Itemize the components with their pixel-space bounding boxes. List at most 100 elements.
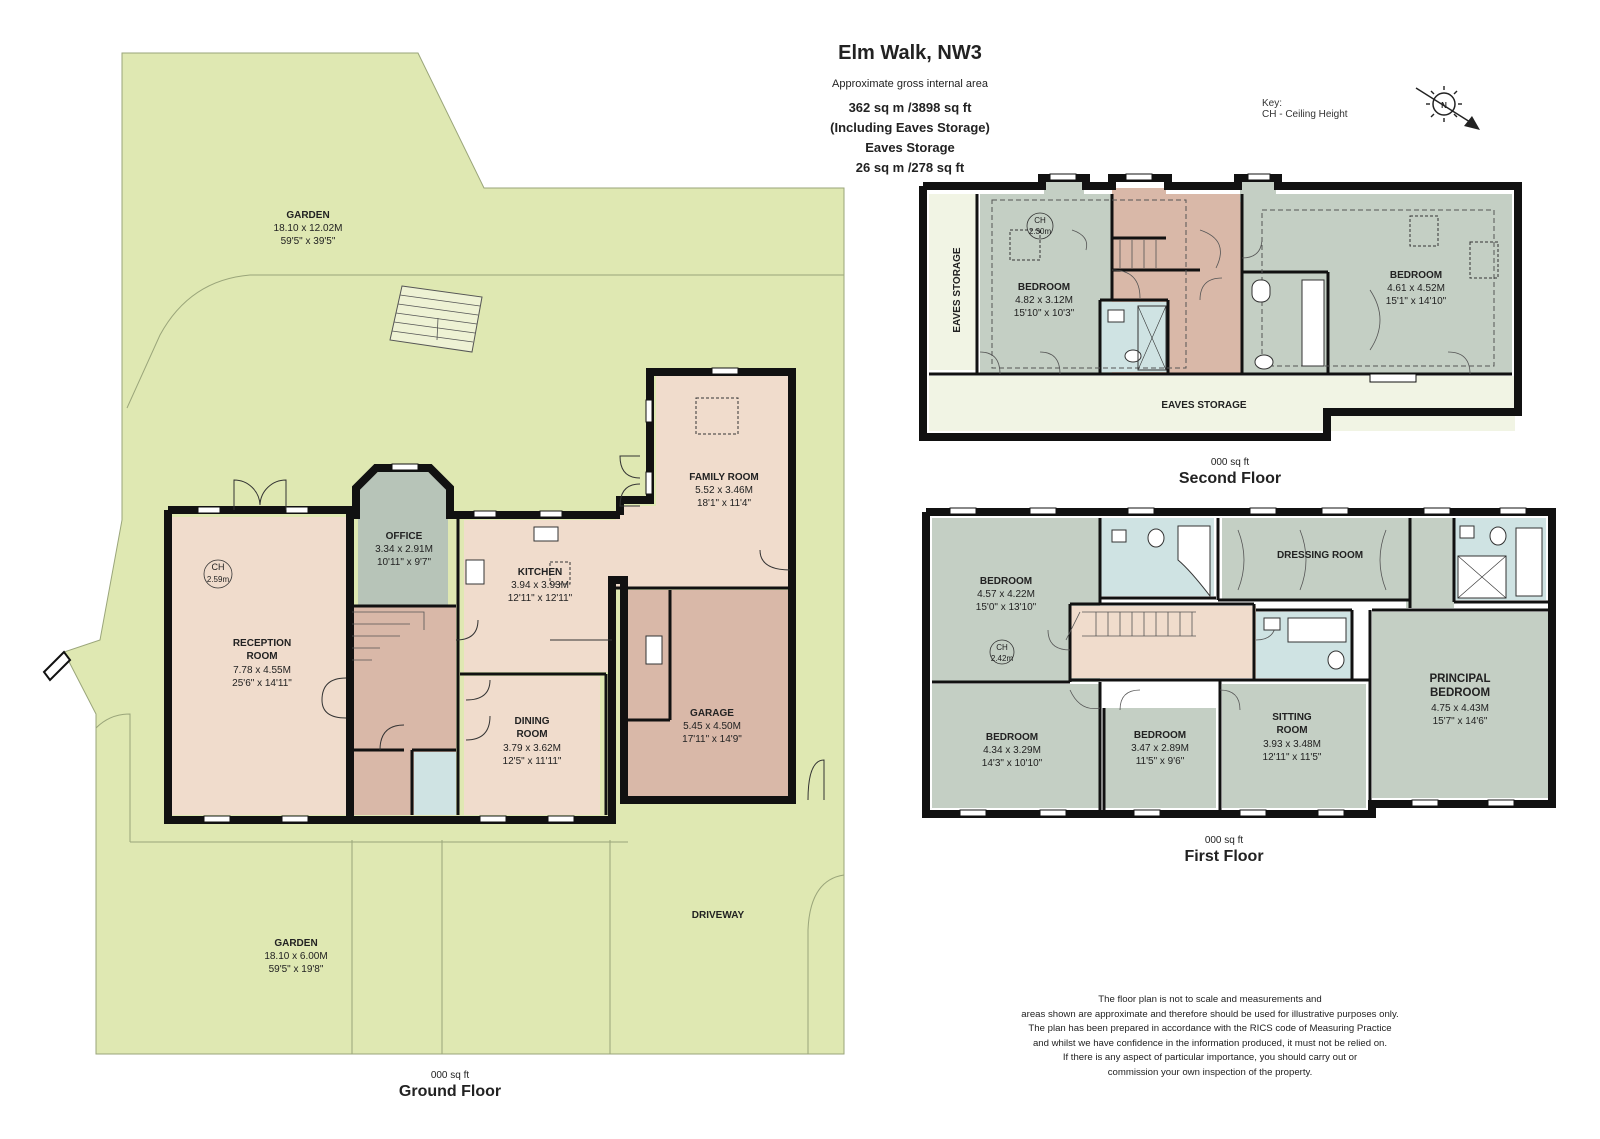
eaves-bottom-name: EAVES STORAGE	[1161, 400, 1247, 411]
garage-imperial: 17'11" x 14'9"	[682, 734, 742, 745]
reception-metric: 7.78 x 4.55M	[233, 665, 291, 676]
disclaimer-line: The floor plan is not to scale and measu…	[1098, 994, 1322, 1005]
second-floor-area: 000 sq ft	[1210, 457, 1250, 468]
reception-ch-value: 2.59m	[207, 575, 230, 584]
area-total: 362 sq m /3898 sq ft	[848, 100, 972, 115]
dressing-name: DRESSING ROOM	[1277, 550, 1363, 561]
garden-rear-imperial: 59'5" x 39'5"	[281, 236, 336, 247]
first-floor-area: 000 sq ft	[1204, 835, 1244, 846]
bedroom-tl-imperial: 15'0" x 13'10"	[976, 602, 1037, 613]
disclaimer-line: and whilst we have confidence in the inf…	[1032, 1037, 1388, 1049]
family-name: FAMILY ROOM	[689, 472, 758, 483]
ground-floor-area: 000 sq ft	[430, 1070, 470, 1081]
dressing-room	[1222, 518, 1406, 600]
bedroom-bm-1f	[1104, 708, 1216, 808]
key-legend: Key: CH - Ceiling Height	[1262, 98, 1348, 120]
garden-rear-name: GARDEN	[286, 210, 329, 221]
family-metric: 5.52 x 3.46M	[695, 485, 753, 496]
office-imperial: 10'11" x 9'7"	[377, 557, 432, 568]
family-room	[616, 376, 790, 588]
bedroom-bl-metric: 4.34 x 3.29M	[983, 745, 1041, 756]
reception-imperial: 25'6" x 14'11"	[232, 678, 292, 689]
principal-name-1: PRINCIPAL	[1429, 673, 1490, 685]
second-floor-name: Second Floor	[1178, 470, 1282, 487]
eaves-side-name: EAVES STORAGE	[952, 247, 963, 333]
family-imperial: 18'1" x 11'4"	[697, 498, 752, 509]
reception-name-1: RECEPTION	[233, 638, 291, 649]
dining-room	[464, 676, 600, 815]
kitchen-metric: 3.94 x 3.93M	[511, 580, 569, 591]
bedroom-bm-name: BEDROOM	[1134, 730, 1186, 741]
disclaimer: The floor plan is not to scale and measu…	[1000, 993, 1420, 1080]
first-floor-plan	[922, 507, 1556, 818]
area-note: (Including Eaves Storage)	[830, 120, 990, 135]
garage-room	[624, 590, 790, 800]
bedroom-right-2f	[1242, 194, 1512, 374]
sitting-name-2: ROOM	[1276, 725, 1307, 736]
landing-1f	[1070, 606, 1256, 678]
eaves-storage-bottom	[929, 376, 1515, 431]
office-metric: 3.34 x 2.91M	[375, 544, 433, 555]
eaves-area: 26 sq m /278 sq ft	[855, 160, 965, 175]
garden-rear-metric: 18.10 x 12.02M	[274, 223, 343, 234]
bedroom-bl-imperial: 14'3" x 10'10"	[982, 758, 1043, 769]
principal-imperial: 15'7" x 14'6"	[1433, 716, 1488, 727]
kitchen-imperial: 12'11" x 12'11"	[508, 593, 573, 604]
bedroom-left-2f	[980, 194, 1112, 374]
bedroom-tl-ch: CH	[996, 643, 1008, 652]
bedroom-left-ch: CH	[1034, 216, 1046, 225]
reception-name-2: ROOM	[246, 651, 277, 662]
bedroom-bm-imperial: 11'5" x 9'6"	[1136, 756, 1185, 767]
eaves-caption: Eaves Storage	[865, 140, 955, 155]
principal-name-2: BEDROOM	[1430, 687, 1490, 699]
bedroom-tl-ch-value: 2.42m	[991, 654, 1014, 663]
office-name: OFFICE	[386, 531, 423, 542]
disclaimer-line: commission your own inspection of the pr…	[1107, 1066, 1313, 1078]
dining-name-1: DINING	[515, 716, 550, 727]
page-title: Elm Walk, NW3	[838, 42, 982, 64]
bedroom-left-imperial: 15'10" x 10'3"	[1014, 308, 1075, 319]
principal-bedroom	[1372, 612, 1548, 798]
compass-label: N	[1441, 101, 1447, 110]
dining-imperial: 12'5" x 11'11"	[503, 756, 562, 767]
bedroom-left-name: BEDROOM	[1018, 282, 1070, 293]
first-floor-name: First Floor	[1184, 848, 1264, 865]
disclaimer-line: The plan has been prepared in accordance…	[1028, 1023, 1392, 1034]
garden-front-imperial: 59'5" x 19'8"	[269, 964, 324, 975]
ground-floor-name: Ground Floor	[398, 1083, 502, 1100]
office-room	[358, 472, 448, 605]
reception-ch: CH	[212, 562, 225, 572]
disclaimer-line: areas shown are approximate and therefor…	[1021, 1008, 1399, 1020]
dining-name-2: ROOM	[516, 729, 547, 740]
garden-front-metric: 18.10 x 6.00M	[264, 951, 327, 962]
bedroom-right-name: BEDROOM	[1390, 270, 1442, 281]
bedroom-left-ch-value: 2.30m	[1029, 227, 1052, 236]
eaves-storage-side	[929, 194, 977, 370]
sitting-name-1: SITTING	[1272, 712, 1312, 723]
bedroom-bm-metric: 3.47 x 2.89M	[1131, 743, 1189, 754]
sitting-imperial: 12'11" x 11'5"	[1263, 752, 1322, 763]
sitting-metric: 3.93 x 3.48M	[1263, 739, 1321, 750]
driveway-name: DRIVEWAY	[692, 910, 745, 921]
key-title: Key:	[1262, 98, 1283, 109]
compass-icon	[1415, 86, 1480, 130]
garden-front-name: GARDEN	[274, 938, 317, 949]
garage-metric: 5.45 x 4.50M	[683, 721, 741, 732]
garage-name: GARAGE	[690, 708, 734, 719]
bedroom-right-imperial: 15'1" x 14'10"	[1386, 296, 1447, 307]
area-caption: Approximate gross internal area	[832, 78, 988, 90]
wc	[414, 752, 456, 815]
bedroom-bl-name: BEDROOM	[986, 732, 1038, 743]
bedroom-tl-metric: 4.57 x 4.22M	[977, 589, 1035, 600]
kitchen-room	[464, 520, 616, 672]
dining-metric: 3.79 x 3.62M	[503, 743, 561, 754]
ground-floor-plan	[42, 52, 845, 1055]
kitchen-name: KITCHEN	[518, 567, 562, 578]
second-floor-plan	[919, 173, 1522, 441]
bedroom-bl-1f	[932, 684, 1100, 808]
room-labels: GARDEN 18.10 x 12.02M 59'5" x 39'5" GARD…	[207, 101, 1491, 975]
disclaimer-line: If there is any aspect of particular imp…	[1062, 1052, 1358, 1063]
principal-metric: 4.75 x 4.43M	[1431, 703, 1489, 714]
key-entry: CH - Ceiling Height	[1262, 109, 1348, 120]
